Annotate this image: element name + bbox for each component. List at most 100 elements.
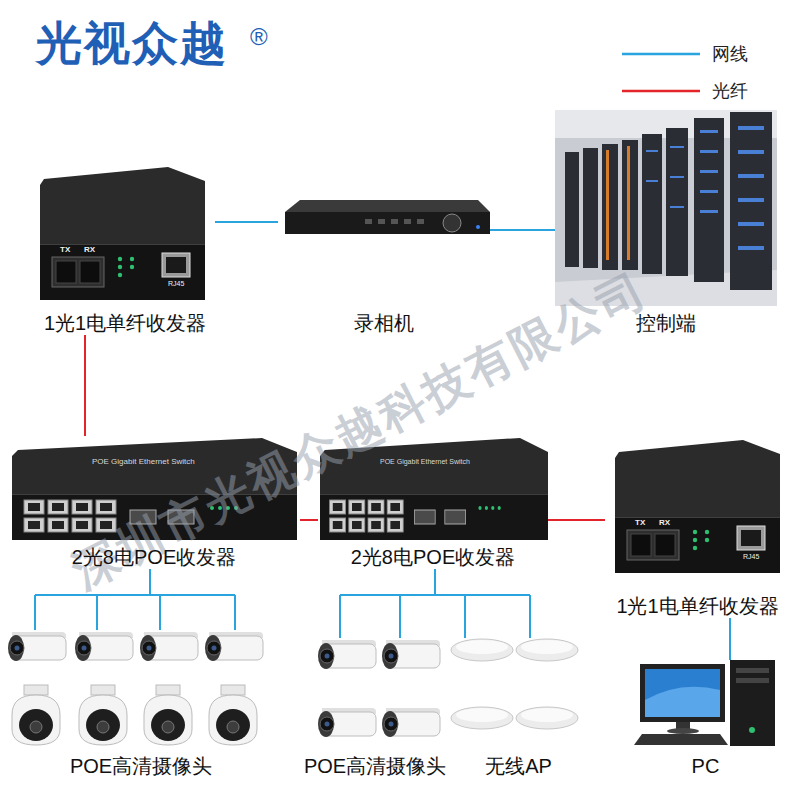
legend-line — [622, 52, 700, 55]
network-cable — [400, 569, 435, 638]
server-room-picture — [700, 170, 718, 173]
network-cable — [729, 618, 731, 660]
server-room-picture — [583, 148, 598, 268]
camera-picture — [382, 708, 440, 737]
server-room-picture — [606, 150, 609, 260]
server-room-picture — [565, 112, 772, 290]
device-caption: 控制端 — [636, 311, 696, 335]
recorder-picture — [417, 219, 424, 224]
recorder-picture — [365, 219, 372, 224]
pc-picture — [736, 678, 769, 683]
camera-picture — [8, 632, 66, 661]
device-caption: 录相机 — [354, 311, 414, 335]
device-node: 1光1电单纤收发器 — [35, 160, 215, 335]
transceiver-picture — [40, 167, 205, 300]
camera-picture — [12, 685, 60, 745]
network-cable — [435, 569, 465, 638]
transceiver-picture — [615, 440, 780, 573]
legend-line — [622, 51, 700, 57]
cable-bus — [35, 595, 530, 638]
camera-picture — [209, 685, 257, 745]
server-room-picture — [666, 128, 688, 276]
server-room-picture — [642, 134, 662, 274]
recorder-picture — [365, 219, 424, 224]
camera-picture — [140, 632, 198, 661]
legend-text: 光纤 — [712, 79, 748, 103]
server-room-picture — [730, 112, 772, 290]
pc-picture — [634, 734, 728, 745]
device-caption: POE高清摄像头 — [70, 754, 212, 778]
device-node: 无线AP — [455, 638, 582, 778]
device-marking: RX — [659, 519, 670, 528]
server-room-picture — [738, 198, 764, 202]
server-room-picture — [738, 222, 764, 226]
server-room-picture — [646, 150, 658, 152]
pc-picture — [667, 728, 699, 734]
pc-picture — [634, 660, 775, 746]
camera-picture — [8, 632, 440, 745]
recorder-picture — [285, 200, 490, 234]
access-point-picture — [516, 707, 578, 729]
camera-picture — [318, 640, 376, 669]
device-marking: RJ45 — [743, 553, 759, 561]
server-room-picture — [738, 150, 764, 154]
server-room-picture — [606, 146, 630, 260]
device-caption: 1光1电单纤收发器 — [616, 594, 778, 618]
device-node: 2光8电POE收发器 — [318, 436, 548, 569]
registered-mark: ® — [250, 24, 268, 50]
device-node: 录相机 — [278, 188, 490, 335]
recorder-picture — [285, 200, 490, 212]
server-room-picture — [700, 210, 718, 213]
recorder-picture — [476, 225, 480, 229]
device-caption: POE高清摄像头 — [304, 754, 446, 778]
server-room-picture — [555, 110, 777, 306]
pc-picture — [730, 660, 775, 746]
server-room-picture — [700, 130, 718, 133]
device-node: 1光1电单纤收发器 — [605, 438, 790, 618]
transceiver-picture — [40, 167, 205, 300]
recorder-picture — [378, 219, 385, 224]
server-room-picture — [627, 146, 630, 260]
recorder-picture — [391, 219, 398, 224]
camera-picture — [75, 632, 133, 661]
pc-picture — [645, 687, 720, 717]
device-node: 控制端 — [555, 108, 777, 335]
device-marking: RX — [84, 246, 95, 255]
legend-line — [622, 89, 700, 92]
legend-line — [622, 88, 700, 94]
fiber-link — [84, 335, 86, 436]
fiber-link — [300, 519, 318, 521]
device-caption: 无线AP — [485, 754, 552, 778]
legend-row: 网线 — [622, 35, 748, 72]
network-cable — [215, 221, 278, 223]
device-marking: RJ45 — [168, 280, 184, 288]
legend-row: 光纤 — [622, 72, 748, 109]
recorder-picture — [404, 219, 411, 224]
device-marking: TX — [60, 246, 70, 255]
pc-picture — [645, 669, 720, 717]
server-room-picture — [738, 174, 764, 178]
server-room-picture — [738, 246, 764, 250]
fiber-link — [548, 519, 605, 521]
transceiver-picture — [615, 440, 780, 573]
server-room-picture — [622, 140, 638, 270]
server-room-picture — [555, 110, 777, 306]
camera-picture — [79, 685, 127, 745]
camera-picture — [144, 685, 192, 745]
legend: 网线光纤 — [622, 35, 748, 109]
brand-title: 光视众越 — [36, 16, 228, 71]
server-room-picture — [670, 146, 684, 148]
network-cable — [490, 229, 555, 231]
pc-picture — [640, 664, 725, 722]
recorder-picture — [285, 212, 490, 234]
camera-picture — [382, 640, 440, 669]
pc-picture — [749, 727, 755, 733]
server-room-picture — [646, 180, 658, 182]
cable-bus — [35, 595, 235, 630]
device-node: POE高清摄像头 — [300, 638, 451, 778]
device-caption: 1光1电单纤收发器 — [44, 311, 206, 335]
access-point-picture — [451, 707, 513, 729]
cable-bus — [340, 595, 530, 638]
